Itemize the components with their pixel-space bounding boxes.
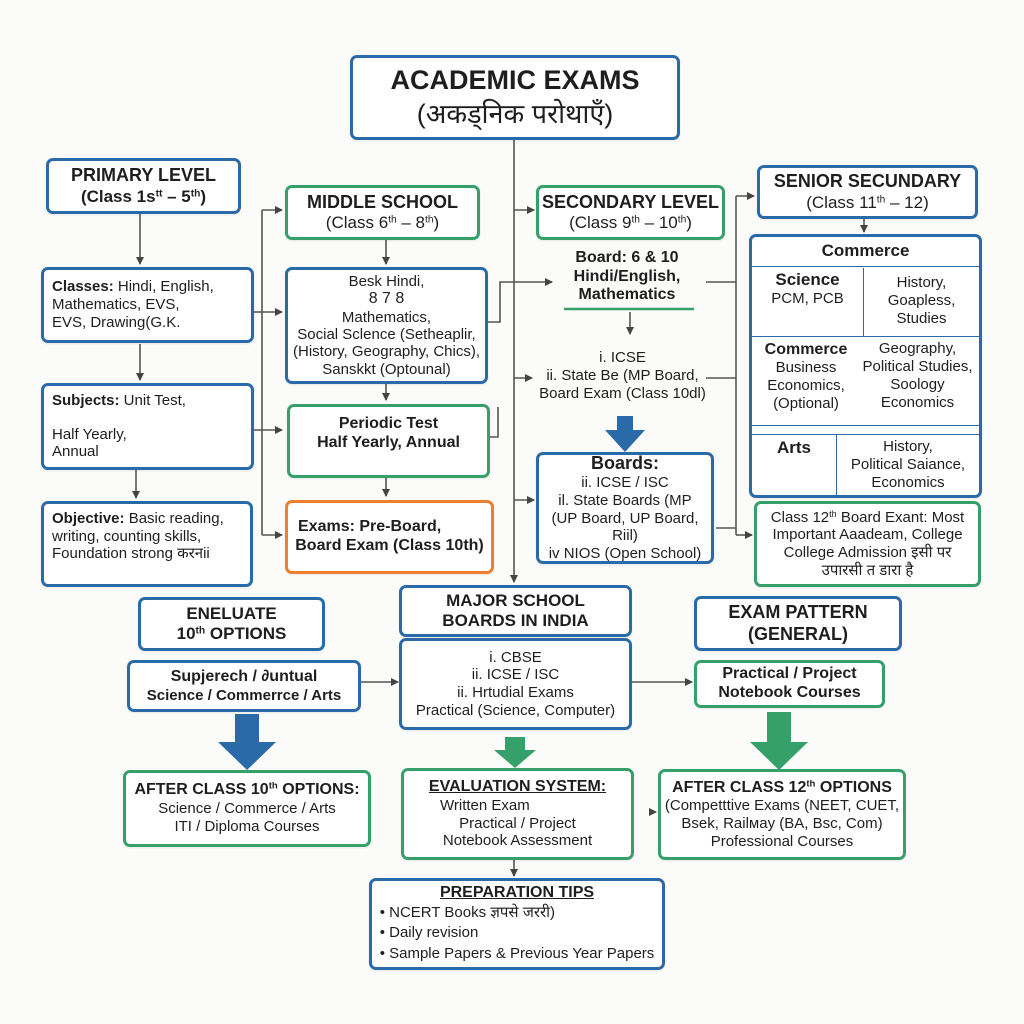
stream-row-commerce-left: Commerce Business Economics, (Optional)	[764, 341, 848, 413]
title-english: ACADEMIC EXAMS	[390, 64, 640, 95]
objective-label: Objective:	[52, 510, 125, 527]
tips-list: • NCERT Books ज्ञपसे जररी) • Daily revis…	[380, 903, 655, 964]
tip-item: • NCERT Books ज्ञपसे जररी)	[379, 904, 555, 922]
secondary-board-list: i. ICSE ii. State Be (MP Board, Board Ex…	[539, 349, 706, 402]
connector-tests-right	[490, 407, 499, 438]
middle-school-box: MIDDLE SCHOOL (Class 6th – 8th)	[285, 185, 480, 240]
row-divider	[752, 425, 979, 426]
primary-range: (Class 1stt – 5th)	[80, 186, 207, 206]
title-hindi: (अकड्निक परोथाएँ)	[416, 98, 614, 129]
middle-tests-box: Periodic Test Half Yearly, Annual	[287, 404, 490, 478]
primary-heading: PRIMARY LEVEL	[70, 165, 217, 186]
stream-row-commerce-right: Geography, Political Studies, Soology Ec…	[862, 340, 973, 411]
class12-board-note: Class 12th Board Exant: Most Important A…	[754, 501, 981, 587]
stream-row-arts-left: Arts	[752, 435, 837, 495]
secondary-heading: SECONDARY LEVEL	[541, 191, 720, 212]
primary-classes-box: Classes: Hindi, English, Mathematics, EV…	[41, 267, 254, 343]
big-arrow-blue-after10	[218, 714, 276, 770]
tip-item: • Daily revision	[379, 924, 479, 942]
after-class10-box: AFTER CLASS 10th OPTIONS: Science / Comm…	[123, 770, 371, 847]
major-boards-list: i. CBSE ii. ICSE / ISC ii. Hrtudial Exam…	[399, 638, 632, 730]
major-boards-heading: MAJOR SCHOOL BOARDS IN INDIA	[399, 585, 632, 637]
evaluate-options-box: ENELUATE 10th OPTIONS	[138, 597, 325, 651]
exam-pattern-items: Practical / Project Notebook Courses	[694, 660, 885, 708]
evaluate-streams-box: Supjerech / ∂untual Science / Commerrce …	[127, 660, 361, 712]
subjects-label: Subjects:	[52, 392, 120, 409]
evaluation-system-box: EVALUATION SYSTEM: Written Exam Practica…	[401, 768, 634, 860]
secondary-range: (Class 9th – 10th)	[569, 213, 692, 233]
stream-table: Commerce Science PCM, PCB History, Goapl…	[749, 234, 982, 498]
middle-subjects-box: Besk Hindi, 8 7 8 Mathematics, Social Sc…	[285, 267, 488, 384]
middle-heading: MIDDLE SCHOOL	[307, 191, 458, 212]
exam-pattern-box: EXAM PATTERN (GENERAL)	[694, 596, 902, 651]
title-box: ACADEMIC EXAMS (अकड्निक परोथाएँ)	[350, 55, 680, 140]
row-divider	[752, 434, 979, 435]
big-arrow-green-after12	[750, 712, 808, 770]
after-class12-box: AFTER CLASS 12th OPTIONS (Competttive Ex…	[658, 769, 906, 860]
middle-range: (Class 6th – 8th)	[325, 213, 440, 233]
secondary-boards-box: Boards: ii. ICSE / ISC il. State Boards …	[536, 452, 714, 564]
big-arrow-blue-secondary	[605, 416, 645, 452]
boards-title: Boards:	[590, 453, 659, 474]
stream-table-header: Commerce	[752, 237, 979, 267]
row-divider	[752, 336, 979, 337]
preparation-tips-box: PREPARATION TIPS • NCERT Books ज्ञपसे जर…	[369, 878, 665, 970]
stream-row-science-right: History, Goapless, Studies	[887, 274, 956, 327]
big-arrow-green-eval	[494, 737, 536, 768]
primary-subjects-box: Subjects: Unit Test, Half Yearly, Annual	[41, 383, 254, 470]
middle-exams-box: Exams: Pre-Board, Board Exam (Class 10th…	[285, 500, 494, 574]
connector-subjects-board	[488, 278, 553, 323]
tip-item: • Sample Papers & Previous Year Papers	[379, 944, 655, 962]
secondary-board-info: Board: 6 & 10 Hindi/English, Mathematics	[573, 248, 681, 304]
secondary-level-box: SECONDARY LEVEL (Class 9th – 10th)	[536, 185, 725, 240]
stream-row-science-left: Science PCM, PCB	[752, 268, 864, 336]
senior-secondary-box: SENIOR SECUNDARY (Class 11th – 12)	[757, 165, 978, 219]
senior-heading: SENIOR SECUNDARY	[773, 171, 962, 192]
primary-level-box: PRIMARY LEVEL (Class 1stt – 5th)	[46, 158, 241, 214]
stream-row-arts-right: History, Political Saiance, Economics	[850, 438, 966, 491]
senior-range: (Class 11th – 12)	[806, 192, 929, 212]
classes-label: Classes:	[52, 278, 114, 296]
primary-objective-box: Objective: Basic reading, writing, count…	[41, 501, 253, 587]
